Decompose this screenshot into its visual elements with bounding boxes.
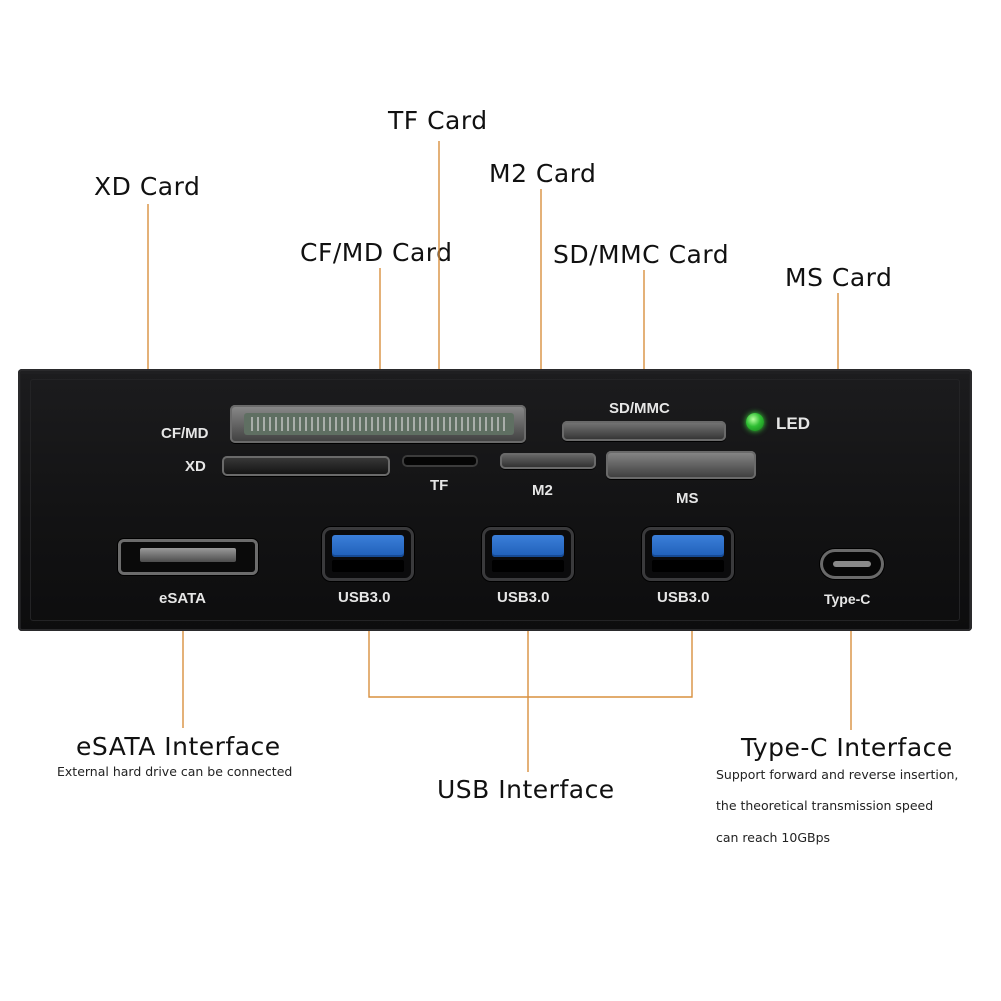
m2-card-callout: M2 Card — [489, 159, 597, 188]
usb-leader-line — [368, 600, 693, 698]
xd-panel-label: XD — [185, 458, 206, 475]
cf-md-panel-label: CF/MD — [161, 425, 209, 442]
usb-port-2-label: USB3.0 — [497, 589, 550, 606]
tf-slot — [402, 455, 478, 467]
xd-slot — [222, 456, 390, 476]
sd-mmc-slot — [562, 421, 726, 441]
ms-slot — [606, 451, 756, 479]
led-panel-label: LED — [776, 414, 810, 433]
usb-port-3 — [642, 527, 734, 581]
card-reader-front-panel: CF/MD XD TF M2 SD/MMC MS LED eSATA USB3.… — [18, 369, 972, 631]
panel-bezel — [30, 379, 960, 621]
ms-panel-label: MS — [676, 490, 699, 507]
led-indicator-icon — [746, 413, 764, 431]
usb-port-3-label: USB3.0 — [657, 589, 710, 606]
usb-port-1-label: USB3.0 — [338, 589, 391, 606]
type-c-note-line-1: Support forward and reverse insertion, — [716, 767, 959, 782]
ms-card-callout: MS Card — [785, 263, 893, 292]
cf-md-card-callout: CF/MD Card — [300, 238, 453, 267]
usb-interface-callout: USB Interface — [437, 775, 615, 804]
esata-interface-note: External hard drive can be connected — [57, 764, 293, 779]
cf-pin-row — [244, 413, 514, 435]
type-c-interface-callout: Type-C Interface — [741, 733, 953, 762]
sd-mmc-card-callout: SD/MMC Card — [553, 240, 730, 269]
type-c-note-line-2: the theoretical transmission speed — [716, 798, 934, 813]
type-c-port — [820, 549, 884, 579]
xd-card-callout: XD Card — [94, 172, 201, 201]
tf-card-callout: TF Card — [388, 106, 488, 135]
m2-slot — [500, 453, 596, 469]
type-c-panel-label: Type-C — [824, 591, 871, 607]
esata-interface-callout: eSATA Interface — [76, 732, 281, 761]
sd-mmc-panel-label: SD/MMC — [609, 400, 670, 417]
esata-port — [118, 539, 258, 575]
tf-panel-label: TF — [430, 477, 449, 494]
usb-port-2 — [482, 527, 574, 581]
cf-md-slot — [230, 405, 526, 443]
type-c-note-line-3: can reach 10GBps — [716, 830, 831, 845]
m2-panel-label: M2 — [532, 482, 553, 499]
usb-port-1 — [322, 527, 414, 581]
esata-panel-label: eSATA — [159, 590, 206, 607]
